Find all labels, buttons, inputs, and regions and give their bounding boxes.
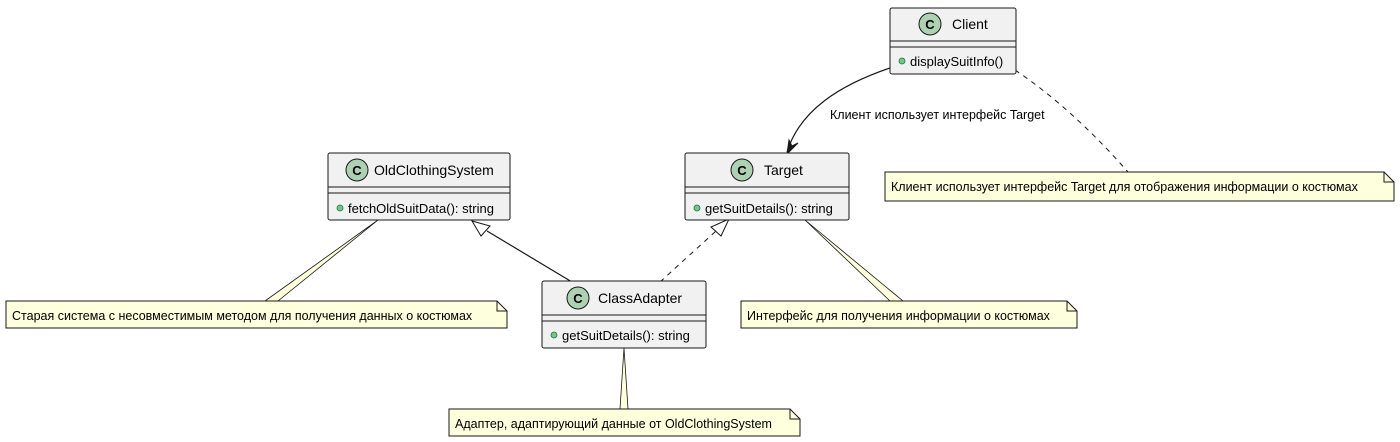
class-stereotype-letter: C: [737, 163, 747, 178]
inheritance-triangle: [470, 220, 491, 237]
note-fold-icon: [1066, 301, 1077, 312]
note-text: Клиент использует интерфейс Target для о…: [891, 180, 1359, 194]
note-old-system[interactable]: Старая система с несовместимым методом д…: [5, 300, 508, 329]
class-stereotype-letter: C: [925, 17, 935, 32]
class-name: Client: [952, 16, 988, 32]
note-text: Адаптер, адаптирующий данные от OldCloth…: [455, 417, 772, 431]
note-target[interactable]: Интерфейс для получения информации о кос…: [740, 300, 1078, 329]
note-fold-icon: [1383, 172, 1394, 183]
method-get-suit-details: getSuitDetails(): string: [562, 328, 690, 343]
adapter-note-link: [619, 347, 629, 410]
client-target-association: [786, 67, 891, 153]
client-target-label: Клиент использует интерфейс Target: [830, 108, 1045, 122]
public-method-icon: [693, 204, 701, 212]
method-display-suit-info: displaySuitInfo(): [910, 54, 1003, 69]
adapter-old-system-inheritance: [486, 230, 573, 283]
class-name: ClassAdapter: [598, 290, 682, 306]
note-text: Интерфейс для получения информации о кос…: [747, 309, 1051, 323]
realization-triangle: [710, 217, 731, 237]
class-name: Target: [764, 162, 803, 178]
target-note-link: [804, 219, 905, 302]
class-stereotype-icon: [918, 12, 942, 36]
class-target[interactable]: C Target getSuitDetails(): string: [684, 152, 850, 221]
old-system-note-link: [263, 219, 379, 302]
note-client[interactable]: Клиент использует интерфейс Target для о…: [884, 171, 1395, 202]
note-text: Старая система с несовместимым методом д…: [12, 309, 473, 323]
public-method-icon: [336, 204, 344, 212]
client-note-link: [1014, 69, 1129, 173]
public-method-icon: [898, 57, 906, 65]
class-stereotype-icon: [345, 158, 369, 182]
method-fetch-old-suit-data: fetchOldSuitData(): string: [348, 201, 494, 216]
class-old-clothing-system[interactable]: C OldClothingSystem fetchOldSuitData(): …: [327, 152, 511, 221]
class-stereotype-icon: [566, 286, 590, 310]
class-class-adapter[interactable]: C ClassAdapter getSuitDetails(): string: [541, 280, 707, 349]
class-client[interactable]: C Client displaySuitInfo(): [889, 7, 1017, 75]
adapter-target-realization: [659, 230, 717, 283]
class-stereotype-letter: C: [573, 291, 583, 306]
public-method-icon: [550, 331, 558, 339]
class-name: OldClothingSystem: [374, 162, 494, 178]
note-adapter[interactable]: Адаптер, адаптирующий данные от OldCloth…: [448, 408, 801, 437]
association-arrowhead: [786, 138, 799, 156]
class-stereotype-icon: [730, 158, 754, 182]
class-stereotype-letter: C: [352, 163, 362, 178]
method-get-suit-details: getSuitDetails(): string: [705, 201, 833, 216]
note-fold-icon: [496, 301, 507, 312]
note-fold-icon: [789, 409, 800, 420]
